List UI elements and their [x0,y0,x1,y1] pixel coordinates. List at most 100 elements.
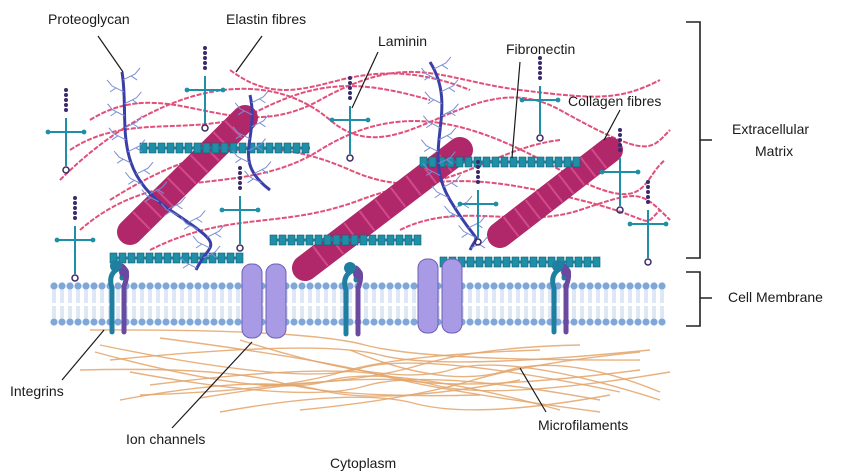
phospholipid-head [186,318,193,325]
laminin-bead [256,208,261,213]
laminin-bead [618,148,622,152]
phospholipid-head [66,318,73,325]
fibronectin-strand [110,253,243,263]
phospholipid-pair [626,282,633,325]
phospholipid-head [90,282,97,289]
phospholipid-pair [594,282,601,325]
phospholipid-head [234,282,241,289]
phospholipid-pair [154,282,161,325]
phospholipid-head [658,282,665,289]
ion-channel-subunit [266,264,286,338]
phospholipid-pair [178,282,185,325]
phospholipid-head [618,282,625,289]
phospholipid-head [154,282,161,289]
phospholipid-head [218,282,225,289]
fibronectin-domain [429,157,436,167]
fibronectin-domain [302,143,309,153]
laminin-bead [476,180,480,184]
fibronectin-domain [128,253,135,263]
label-elastin-fibres: Elastin fibres [226,11,306,27]
phospholipid-head [226,318,233,325]
phospholipid-head [482,282,489,289]
fibronectin-domain [456,157,463,167]
phospholipid-pair [514,282,521,325]
phospholipid-pair [322,282,329,325]
fibronectin-domain [176,143,183,153]
fibronectin-domain [293,143,300,153]
fibronectin-domain [149,143,156,153]
laminin-end [537,135,543,141]
fibronectin-domain [236,253,243,263]
ion-channel-subunit [442,259,462,333]
collagen-leader [604,110,620,140]
phospholipid-head [514,318,521,325]
phospholipid-pair [50,282,57,325]
fibronectin-domain [528,157,535,167]
phospholipid-head [330,282,337,289]
label-laminin: Laminin [378,33,427,49]
phospholipid-head [66,282,73,289]
laminin-bead [538,66,542,70]
laminin-bead [494,202,499,207]
proteoglycan-branch [251,91,268,103]
laminin-bead [220,208,225,213]
laminin-bead [646,190,650,194]
fibronectin-domain [155,253,162,263]
fibronectin-domain [146,253,153,263]
phospholipid-head [650,318,657,325]
laminin-bead [476,165,480,169]
phospholipid-head [162,282,169,289]
phospholipid-pair [474,282,481,325]
phospholipid-head [74,318,81,325]
label-integrins: Integrins [10,383,64,399]
fibronectin-domain [501,157,508,167]
phospholipid-pair [618,282,625,325]
laminin-bead [664,222,669,227]
phospholipid-pair [578,282,585,325]
fibronectin-domain [158,143,165,153]
label-microfilaments: Microfilaments [538,417,628,433]
phospholipid-pair [490,282,497,325]
laminin-bead [64,103,68,107]
fibronectin-domain [239,143,246,153]
fibronectin-domain [494,257,501,267]
fibronectin-strand [140,143,310,153]
ion-channel-subunit [418,259,438,333]
phospholipid-pair [98,282,105,325]
laminin-end [347,155,353,161]
fibronectin-leader [512,62,520,158]
phospholipid-head [322,282,329,289]
phospholipid-pair [130,282,137,325]
fibronectin-domain [467,257,474,267]
laminin-bead [238,166,242,170]
phospholipid-head [314,282,321,289]
fibronectin-domain [270,235,277,245]
laminin-end [645,259,651,265]
fibronectin-domain [476,257,483,267]
laminin-bead [73,196,77,200]
phospholipid-pair [570,282,577,325]
phospholipid-head [394,318,401,325]
phospholipid-pair [482,282,489,325]
fibronectin-domain [191,253,198,263]
phospholipid-head [490,318,497,325]
laminin-bead [64,108,68,112]
laminin-end [72,275,78,281]
label-proteoglycan: Proteoglycan [48,11,130,27]
fibronectin-domain [555,157,562,167]
phospholipid-head [594,318,601,325]
phospholipid-head [594,282,601,289]
phospholipid-pair [162,282,169,325]
phospholipid-head [322,318,329,325]
fibronectin-domain [405,235,412,245]
phospholipid-head [290,318,297,325]
phospholipid-head [498,318,505,325]
laminin-bead [185,88,190,93]
proteoglycan-branch [434,57,451,69]
laminin-bead [46,130,51,135]
phospholipid-head [218,318,225,325]
phospholipid-pair [290,282,297,325]
phospholipid-pair [498,282,505,325]
laminin-bead [73,201,77,205]
